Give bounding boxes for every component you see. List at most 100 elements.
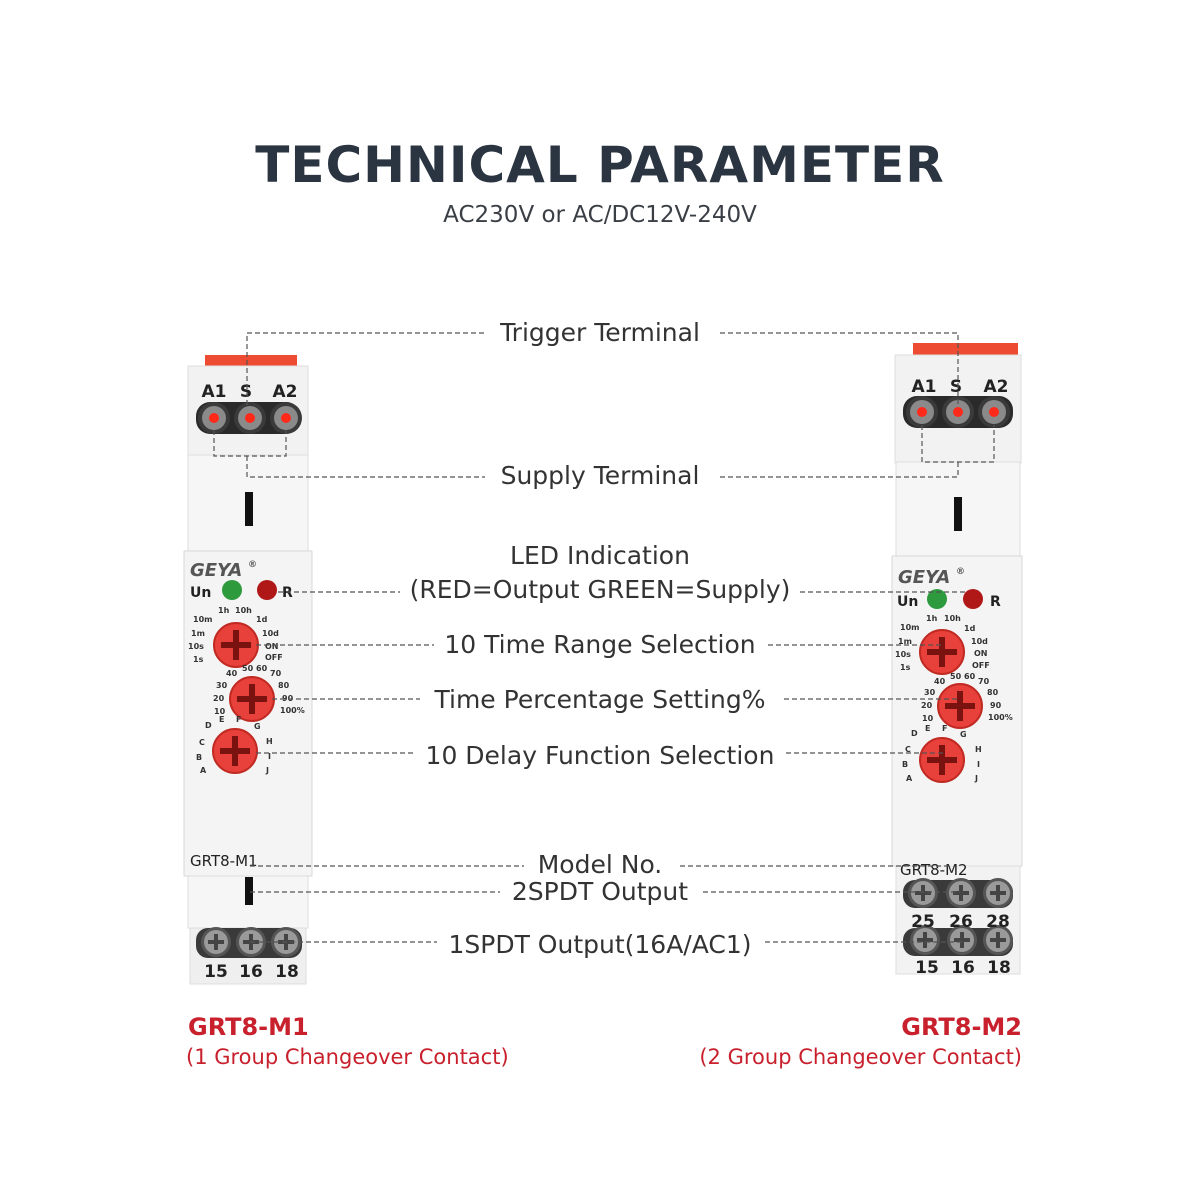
- supply-terminal-label: Supply Terminal: [0, 459, 1200, 493]
- brand-mark: ®: [956, 567, 965, 577]
- device-grt8-m1: [183, 355, 313, 985]
- time-range-label: 10 Time Range Selection: [0, 628, 1200, 662]
- fn-mark: C: [199, 738, 205, 747]
- pct-mark: 40: [934, 677, 946, 686]
- pct-mark: 10: [922, 714, 934, 723]
- trigger-terminal-label: Trigger Terminal: [0, 316, 1200, 350]
- terminal-label-18: 18: [275, 962, 299, 982]
- led-indication-detail: (RED=Output GREEN=Supply): [0, 573, 1200, 607]
- fn-mark: F: [236, 715, 241, 724]
- fn-mark: G: [254, 722, 261, 731]
- pct-mark: 100%: [280, 706, 305, 715]
- range-mark: OFF: [265, 653, 283, 662]
- fn-mark: C: [905, 745, 911, 754]
- pct-mark: 80: [278, 681, 290, 690]
- pct-mark: 90: [990, 701, 1002, 710]
- fn-mark: J: [974, 774, 978, 783]
- brand-logo: GEYA: [190, 560, 242, 581]
- led-label-un: Un: [897, 594, 918, 610]
- terminal-label-a2: A2: [984, 377, 1009, 397]
- range-mark: 1d: [964, 624, 976, 633]
- model-no-label: Model No.: [0, 848, 1200, 882]
- pct-mark: 20: [921, 701, 933, 710]
- terminal-label-s: S: [950, 377, 962, 397]
- terminal-label-a1: A1: [912, 377, 937, 397]
- leader-lines: [213, 332, 995, 943]
- led-label-r: R: [282, 585, 293, 601]
- fn-mark: H: [975, 745, 982, 754]
- fn-mark: F: [942, 724, 947, 733]
- terminal-label-25: 25: [911, 912, 935, 932]
- fn-mark: I: [977, 760, 980, 769]
- caption-model-m2: GRT8-M2: [901, 1013, 1022, 1041]
- fn-mark: E: [925, 724, 930, 733]
- fn-mark: A: [200, 766, 207, 775]
- pct-mark: 30: [216, 681, 228, 690]
- terminal-label-s: S: [240, 382, 252, 402]
- brand-mark: ®: [248, 560, 257, 570]
- range-mark: ON: [265, 642, 279, 651]
- fn-mark: A: [906, 774, 913, 783]
- range-mark: 1s: [900, 663, 911, 672]
- terminal-label-15: 15: [915, 958, 939, 978]
- delay-function-label: 10 Delay Function Selection: [0, 739, 1200, 773]
- range-mark: 10d: [262, 629, 279, 638]
- led-label-un: Un: [190, 585, 211, 601]
- pct-mark: 50: [242, 664, 254, 673]
- caption-model-m1: GRT8-M1: [188, 1013, 309, 1041]
- led-label-r: R: [990, 594, 1001, 610]
- range-mark: 1s: [193, 655, 204, 664]
- terminal-label-a2: A2: [273, 382, 298, 402]
- range-mark: 10m: [193, 615, 212, 624]
- caption-desc-m2: (2 Group Changeover Contact): [699, 1045, 1022, 1069]
- output-2spdt-label: 2SPDT Output: [0, 875, 1200, 909]
- range-mark: 1m: [191, 629, 205, 638]
- brand-logo: GEYA: [898, 567, 950, 588]
- terminal-label-16: 16: [239, 962, 263, 982]
- fn-mark: G: [960, 730, 967, 739]
- range-mark: ON: [974, 649, 988, 658]
- terminal-label-18: 18: [987, 958, 1011, 978]
- output-1spdt-label: 1SPDT Output(16A/AC1): [0, 928, 1200, 962]
- pct-mark: 60: [964, 672, 976, 681]
- pct-mark: 50: [950, 672, 962, 681]
- pct-mark: 90: [282, 694, 294, 703]
- fn-mark: J: [265, 766, 269, 775]
- fn-mark: E: [219, 715, 224, 724]
- model-label-m1: GRT8-M1: [190, 852, 258, 870]
- pct-mark: 100%: [988, 713, 1013, 722]
- fn-mark: D: [911, 729, 918, 738]
- terminal-label-28: 28: [986, 912, 1010, 932]
- fn-mark: B: [196, 753, 202, 762]
- pct-mark: 70: [978, 677, 990, 686]
- range-mark: 10s: [895, 650, 911, 659]
- terminal-label-a1: A1: [202, 382, 227, 402]
- fn-mark: I: [268, 752, 271, 761]
- pct-mark: 20: [213, 694, 225, 703]
- pct-mark: 30: [924, 688, 936, 697]
- range-mark: 1h: [926, 614, 938, 623]
- device-grt8-m2: [891, 343, 1023, 975]
- range-mark: 10s: [188, 642, 204, 651]
- terminal-label-15: 15: [204, 962, 228, 982]
- range-mark: OFF: [972, 661, 990, 670]
- range-mark: 10m: [900, 623, 919, 632]
- caption-desc-m1: (1 Group Changeover Contact): [186, 1045, 509, 1069]
- range-mark: 10h: [235, 606, 252, 615]
- range-mark: 10h: [944, 614, 961, 623]
- voltage-subtitle: AC230V or AC/DC12V-240V: [443, 202, 757, 228]
- pct-mark: 70: [270, 669, 282, 678]
- range-mark: 1d: [256, 615, 268, 624]
- terminal-label-16: 16: [951, 958, 975, 978]
- fn-mark: D: [205, 721, 212, 730]
- pct-mark: 40: [226, 669, 238, 678]
- fn-mark: H: [266, 737, 273, 746]
- range-mark: 1m: [898, 637, 912, 646]
- fn-mark: B: [902, 760, 908, 769]
- led-indication-label: LED Indication: [0, 539, 1200, 573]
- pct-mark: 10: [214, 707, 226, 716]
- pct-mark: 80: [987, 688, 999, 697]
- terminal-label-26: 26: [949, 912, 973, 932]
- range-mark: 10d: [971, 637, 988, 646]
